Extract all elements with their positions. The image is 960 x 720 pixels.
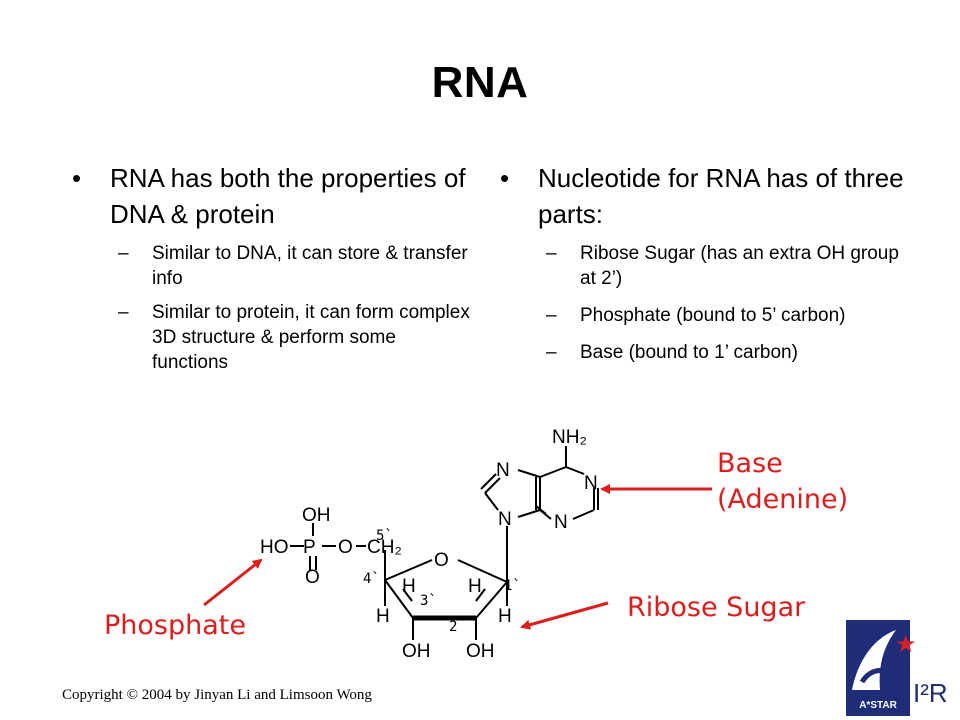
astar-emblem-curve <box>859 667 889 684</box>
phosphate-oh-label: OH <box>302 505 331 526</box>
n3-label: N <box>554 512 568 533</box>
n1-label: N <box>584 473 598 494</box>
ribose-bonds <box>384 550 508 640</box>
bullet-nucleotide-parts: • Nucleotide for RNA has of three parts: <box>500 160 920 232</box>
base-label-line1: Base <box>717 448 783 479</box>
astar-logo-text: A*STAR <box>859 700 897 711</box>
carbon-4-number: 4` <box>363 571 380 587</box>
phosphate-bonds <box>290 523 366 570</box>
carbon-numbers: 5` 4` 3` 2 1` <box>363 528 521 635</box>
base-label: Base (Adenine) <box>717 446 848 518</box>
c1-h-label: H <box>468 576 482 597</box>
atom-labels: NH₂ N N N N O P HO O CH₂ OH O H H H H OH… <box>260 427 598 662</box>
phosphate-o-label: O <box>305 567 320 588</box>
phosphate-label: Phosphate <box>104 610 246 641</box>
adenine-bonds <box>480 446 599 582</box>
carbon-3-number: 3` <box>420 593 437 609</box>
sub-dash: – <box>118 243 129 264</box>
c4-lower-h-label: H <box>376 606 390 627</box>
phosphate-arrow <box>203 558 263 607</box>
bullet-dot: • <box>500 163 510 193</box>
sub-text: Ribose Sugar (has an extra OH group at 2… <box>580 243 899 289</box>
sub-text: Similar to DNA, it can store & transfer … <box>152 243 468 289</box>
n9-label: N <box>498 509 512 530</box>
bullet-text: Nucleotide for RNA has of three parts: <box>538 163 904 229</box>
phosphorus-label: P <box>303 537 316 558</box>
sub-bullet-ribose: – Ribose Sugar (has an extra OH group at… <box>500 241 920 291</box>
sub-dash: – <box>118 302 129 323</box>
bullet-dot: • <box>72 163 82 193</box>
base-label-line2: (Adenine) <box>717 484 849 515</box>
astar-emblem-mark <box>852 630 896 690</box>
c2-oh-label: OH <box>466 641 495 662</box>
ribose-sugar-label: Ribose Sugar <box>627 592 806 623</box>
left-column: • RNA has both the properties of DNA & p… <box>72 160 477 375</box>
n7-label: N <box>496 460 510 481</box>
sub-bullet-protein-similarity: – Similar to protein, it can form comple… <box>72 300 477 375</box>
sub-dash: – <box>546 342 557 363</box>
sub-bullet-dna-similarity: – Similar to DNA, it can store & transfe… <box>72 241 477 291</box>
sub-bullet-phosphate: – Phosphate (bound to 5’ carbon) <box>500 303 920 328</box>
ribose-arrow <box>520 601 609 630</box>
bullet-rna-properties: • RNA has both the properties of DNA & p… <box>72 160 477 232</box>
star-icon: ★ <box>895 630 917 658</box>
sub-dash: – <box>546 243 557 264</box>
sub-dash: – <box>546 305 557 326</box>
c3-oh-label: OH <box>402 641 431 662</box>
c1-lower-h-label: H <box>498 606 512 627</box>
astar-i2r-logo: ★ A*STAR I²R <box>846 620 948 716</box>
right-column: • Nucleotide for RNA has of three parts:… <box>500 160 920 365</box>
bullet-text: RNA has both the properties of DNA & pro… <box>110 163 466 229</box>
sub-bullet-base: – Base (bound to 1’ carbon) <box>500 340 920 365</box>
bridge-oxygen-label: O <box>338 537 353 558</box>
sub-text: Phosphate (bound to 5’ carbon) <box>580 305 846 326</box>
sub-text: Base (bound to 1’ carbon) <box>580 342 798 363</box>
ch2-label: CH₂ <box>367 537 402 558</box>
copyright-notice: Copyright © 2004 by Jinyan Li and Limsoo… <box>62 687 372 703</box>
carbon-1-number: 1` <box>504 578 521 594</box>
carbon-2-number: 2 <box>449 619 457 635</box>
carbon-5-number: 5` <box>376 528 393 544</box>
ring-oxygen-label: O <box>434 550 449 571</box>
slide-title: RNA <box>431 58 529 107</box>
i2r-logo-text: I²R <box>913 678 948 708</box>
ho-label: HO <box>260 537 289 558</box>
nh2-label: NH₂ <box>552 427 587 448</box>
pointer-arrows <box>203 484 712 630</box>
sub-text: Similar to protein, it can form complex … <box>152 302 470 373</box>
c4-h-label: H <box>402 576 416 597</box>
